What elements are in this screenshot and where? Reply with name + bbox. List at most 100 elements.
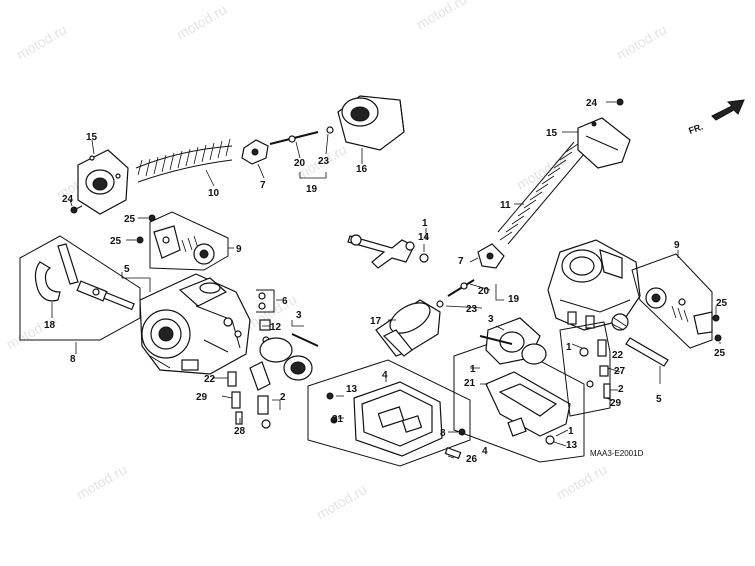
callout-11: 11 (500, 200, 511, 211)
callout-8a: 8 (70, 354, 76, 365)
callout-1d: 1 (566, 342, 572, 353)
callout-28: 28 (234, 426, 246, 437)
screw-21a (330, 416, 338, 424)
needle-group-right (436, 243, 505, 308)
callout-9b: 9 (674, 240, 680, 251)
callout-12: 12 (270, 322, 282, 333)
callout-27: 27 (614, 366, 626, 377)
callout-6: 6 (282, 296, 288, 307)
callout-10: 10 (208, 188, 220, 199)
drain-screws (444, 428, 466, 459)
callout-22b: 22 (612, 350, 624, 361)
group-bracket-8 (19, 235, 141, 341)
callout-24a: 24 (62, 194, 74, 205)
callout-20b: 20 (478, 286, 490, 297)
watermark-text: motod.ru (4, 311, 60, 352)
callout-23a: 23 (318, 156, 330, 167)
screw-left (70, 205, 83, 214)
diaphragm-cover-left (77, 149, 129, 215)
callout-26: 26 (466, 454, 478, 465)
leader-lines-right (470, 101, 721, 447)
callout-25c: 25 (716, 298, 728, 309)
watermark-text: motod.ru (74, 461, 130, 502)
callout-8b: 8 (440, 428, 446, 439)
watermark-text: motod.ru (614, 21, 670, 62)
spring-right (497, 141, 585, 245)
callout-3b: 3 (488, 314, 494, 325)
callout-22a: 22 (204, 374, 216, 385)
carburetor-body-left (139, 273, 251, 375)
vacuum-piston (375, 299, 441, 357)
screw-25d (714, 334, 722, 342)
watermark-text: motod.ru (174, 1, 230, 42)
callout-7b: 7 (458, 256, 464, 267)
pump-cover-left (153, 225, 215, 265)
callout-2a: 2 (280, 392, 286, 403)
callout-21a: 21 (332, 414, 344, 425)
pump-cover-right (645, 287, 713, 335)
needle-clip-left (326, 126, 334, 134)
callout-labels: 15 24 10 7 20 23 19 16 25 25 9 5 18 8 6 … (44, 98, 728, 465)
callout-25b: 25 (110, 236, 122, 247)
watermark-text: motod.ru (414, 0, 470, 33)
callout-15a: 15 (86, 132, 98, 143)
jets-right (579, 337, 669, 399)
screw-24b (616, 98, 624, 106)
jet-needle-left (269, 131, 319, 145)
callout-3a: 3 (296, 310, 302, 321)
callout-5b: 5 (656, 394, 662, 405)
drawing-code: MAA3-E2001D (590, 449, 644, 458)
washer-14 (419, 253, 429, 263)
float-chamber-right (485, 371, 571, 445)
leader-lines-upper-left (69, 133, 363, 207)
callout-17: 17 (370, 316, 382, 327)
callout-13a: 13 (346, 384, 358, 395)
callout-7a: 7 (260, 180, 266, 191)
callout-15b: 15 (546, 128, 558, 139)
float-chamber-left (353, 381, 443, 457)
vacuum-chamber-left (259, 333, 319, 381)
callout-21b: 21 (464, 378, 476, 389)
float-right (479, 317, 547, 365)
screw-25c (712, 314, 720, 322)
callout-19a: 19 (306, 184, 318, 195)
screw-25b (136, 236, 144, 244)
callout-25d: 25 (714, 348, 726, 359)
callout-23b: 23 (466, 304, 478, 315)
group-bracket-5b (559, 321, 611, 417)
screw-13a (326, 392, 334, 400)
air-funnel (337, 95, 405, 151)
callout-29a: 29 (196, 392, 208, 403)
front-direction-arrow (711, 99, 745, 121)
watermark-text: motod.ru (554, 461, 610, 502)
needle-holder-left (241, 139, 269, 165)
callout-14: 14 (418, 232, 430, 243)
callout-4a: 4 (382, 370, 388, 381)
callout-1b: 1 (470, 364, 476, 375)
callout-24b: 24 (586, 98, 598, 109)
front-direction-label: FR. (687, 122, 704, 136)
callout-20a: 20 (294, 158, 306, 169)
spring-left (135, 138, 233, 183)
callout-25a: 25 (124, 214, 136, 225)
leader-lines-left-mid (51, 217, 304, 424)
fuel-pipe-left (76, 280, 135, 311)
callout-1a: 1 (422, 218, 428, 229)
fuel-hose (34, 243, 79, 302)
jets-left (227, 361, 271, 429)
callout-29b: 29 (610, 398, 622, 409)
group-bracket-9b (631, 253, 713, 349)
callout-13b: 13 (566, 440, 578, 451)
callout-2b: 2 (618, 384, 624, 395)
callout-1c: 1 (568, 426, 574, 437)
group-bracket-4a (307, 359, 471, 467)
callout-5a: 5 (124, 264, 130, 275)
callout-9a: 9 (236, 244, 242, 255)
watermark-text: motod.ru (314, 481, 370, 522)
carburetor-body-right (547, 239, 641, 331)
callout-19b: 19 (508, 294, 520, 305)
callout-18: 18 (44, 320, 56, 331)
callout-4b: 4 (482, 446, 488, 457)
